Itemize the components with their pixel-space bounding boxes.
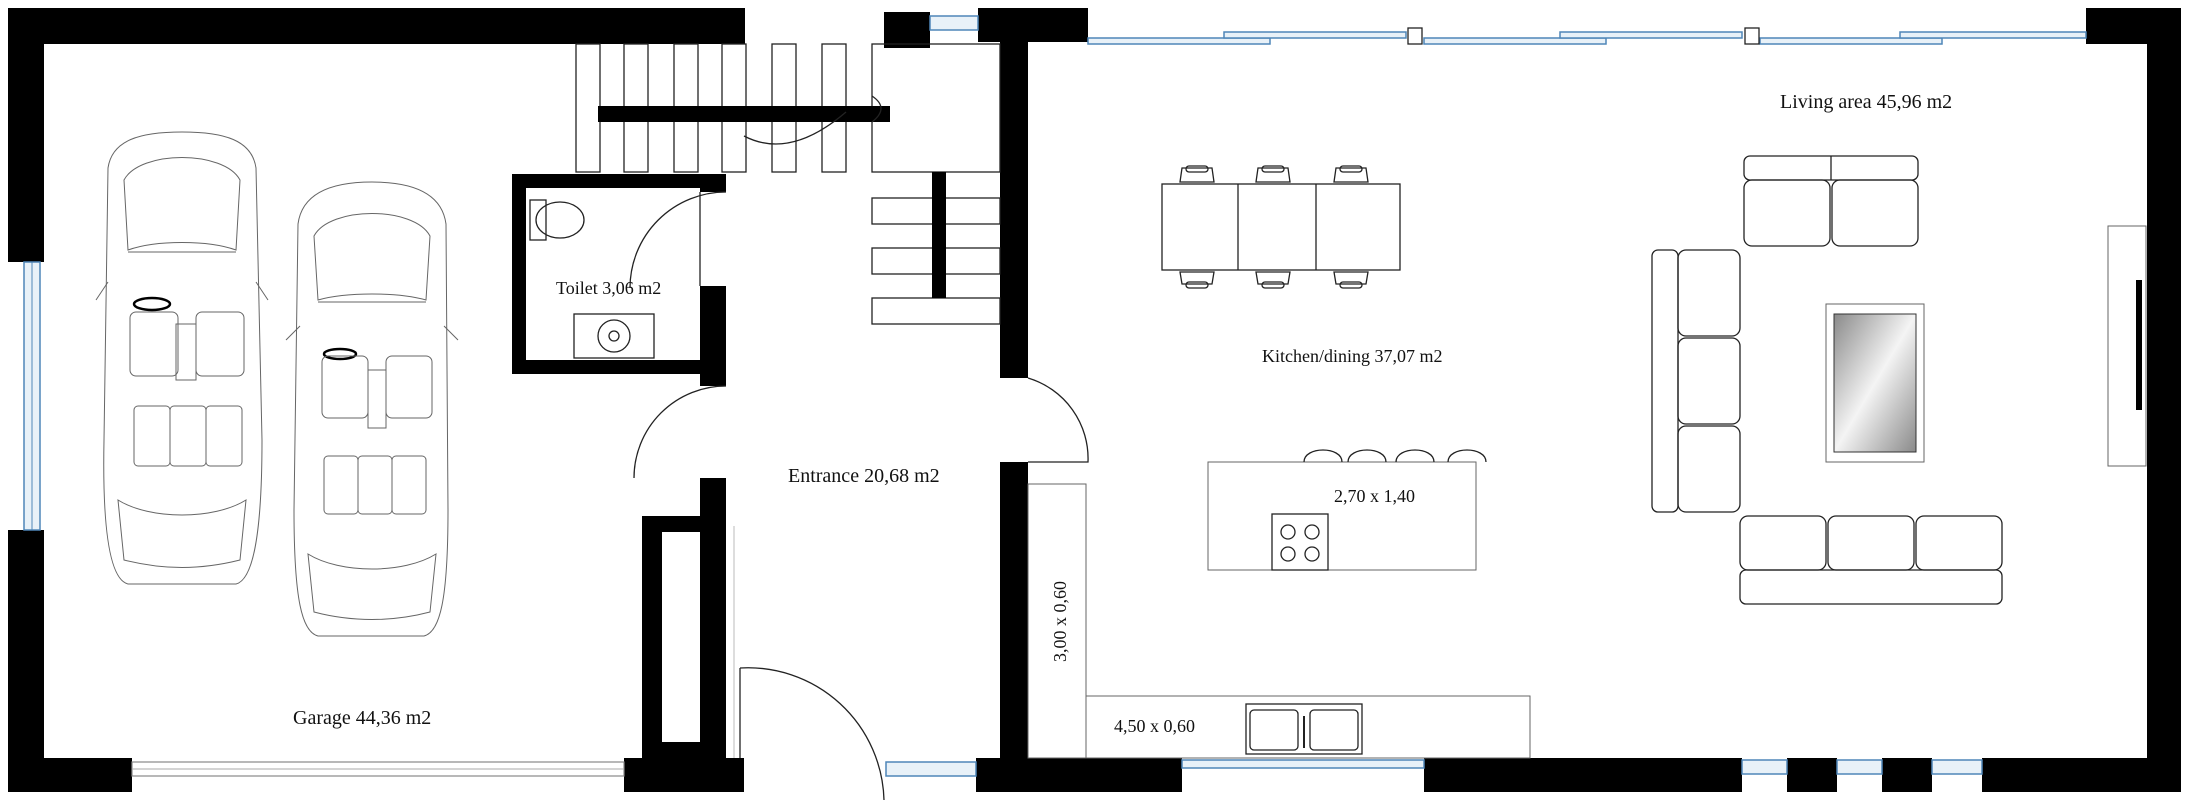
living-area-label: Living area 45,96 m2 — [1780, 91, 1952, 113]
staircase — [575, 43, 1001, 325]
bar-stools — [1303, 449, 1487, 463]
kitchen-island — [1207, 449, 1487, 571]
sofa-top — [1743, 155, 1919, 247]
tv-unit — [2107, 225, 2147, 467]
sofa-bottom — [1739, 515, 2003, 605]
doors — [629, 191, 1089, 800]
dining-chairs-top — [1179, 165, 1369, 183]
kitchen-dining-label: Kitchen/dining 37,07 m2 — [1262, 346, 1442, 366]
toilet-fixtures — [529, 199, 655, 359]
entrance-label: Entrance 20,68 m2 — [788, 465, 940, 487]
side-counter-dimension: 3,00 x 0,60 — [1050, 581, 1070, 662]
interior-walls — [512, 8, 1028, 792]
toilet-label: Toilet 3,06 m2 — [556, 278, 661, 298]
coffee-table — [1825, 303, 1925, 463]
garage-label: Garage 44,36 m2 — [293, 707, 431, 729]
dining-chairs-bottom — [1179, 271, 1369, 289]
outer-walls — [8, 8, 2181, 792]
windows — [23, 15, 2087, 777]
cooktop — [1271, 513, 1329, 571]
dining-table — [1161, 165, 1401, 289]
island-dimension: 2,70 x 1,40 — [1334, 486, 1415, 506]
bottom-counter-dimension: 4,50 x 0,60 — [1114, 716, 1195, 736]
sofa-left — [1651, 249, 1741, 513]
kitchen-sink — [1245, 703, 1363, 755]
car-right — [285, 181, 459, 637]
car-left — [95, 131, 269, 585]
kitchen-counters — [1027, 483, 1531, 759]
